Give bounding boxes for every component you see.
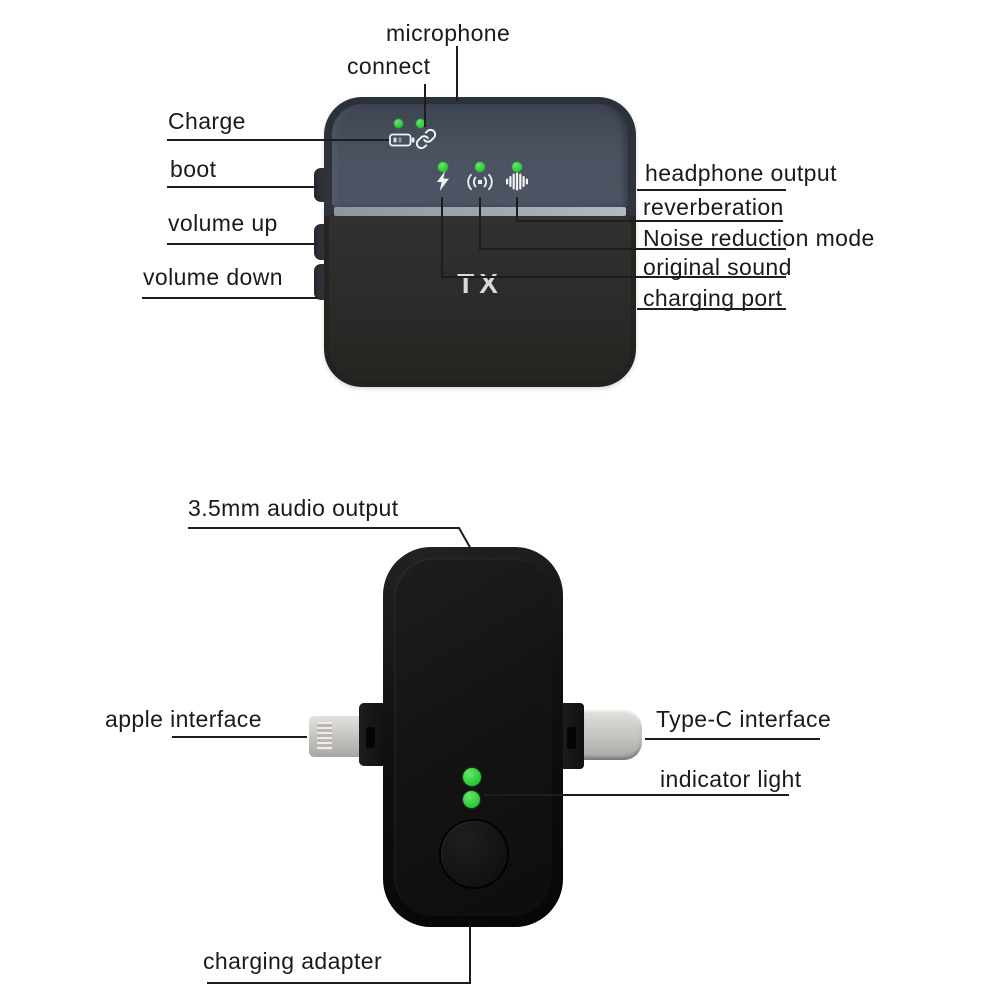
type-c-connector	[582, 710, 642, 760]
receiver-function-button	[439, 819, 509, 889]
flash-icon	[436, 171, 450, 191]
label-connect: connect	[347, 53, 431, 79]
receiver-indicator-led-2	[463, 791, 480, 808]
label-type-c-interface: Type-C interface	[656, 706, 832, 732]
equalizer-icon	[506, 172, 528, 191]
reverberation-led	[512, 162, 522, 172]
label-noise-reduction-mode: Noise reduction mode	[643, 225, 875, 251]
label-charging-port: charging port	[643, 285, 783, 311]
link-icon	[415, 128, 437, 150]
transmitter-top-panel	[332, 104, 628, 207]
transmitter-divider-strip	[334, 207, 626, 216]
battery-icon	[389, 133, 415, 147]
connect-led	[416, 119, 425, 128]
label-boot: boot	[170, 156, 217, 182]
label-35mm-audio-output: 3.5mm audio output	[188, 495, 399, 521]
label-microphone: microphone	[386, 20, 511, 46]
lightning-connector-pins	[317, 722, 332, 751]
label-charging-adapter: charging adapter	[203, 948, 383, 974]
type-c-collar-slot	[567, 727, 576, 749]
label-headphone-output: headphone output	[645, 160, 837, 186]
label-indicator-light: indicator light	[660, 766, 802, 792]
label-reverberation: reverberation	[643, 194, 784, 220]
noise-reduction-led	[475, 162, 485, 172]
label-original-sound: original sound	[643, 254, 792, 280]
transmitter-model-text: TX	[457, 268, 503, 299]
label-volume-down: volume down	[143, 264, 283, 290]
charge-led	[394, 119, 403, 128]
label-charge: Charge	[168, 108, 246, 134]
original-sound-led	[438, 162, 448, 172]
volume-up-button	[314, 224, 327, 260]
noise-reduction-icon	[465, 173, 495, 191]
label-volume-up: volume up	[168, 210, 278, 236]
lightning-collar-slot	[366, 727, 375, 748]
boot-button	[314, 168, 327, 202]
label-apple-interface: apple interface	[105, 706, 262, 732]
receiver-indicator-led-1	[463, 768, 481, 786]
volume-down-button	[314, 264, 327, 300]
